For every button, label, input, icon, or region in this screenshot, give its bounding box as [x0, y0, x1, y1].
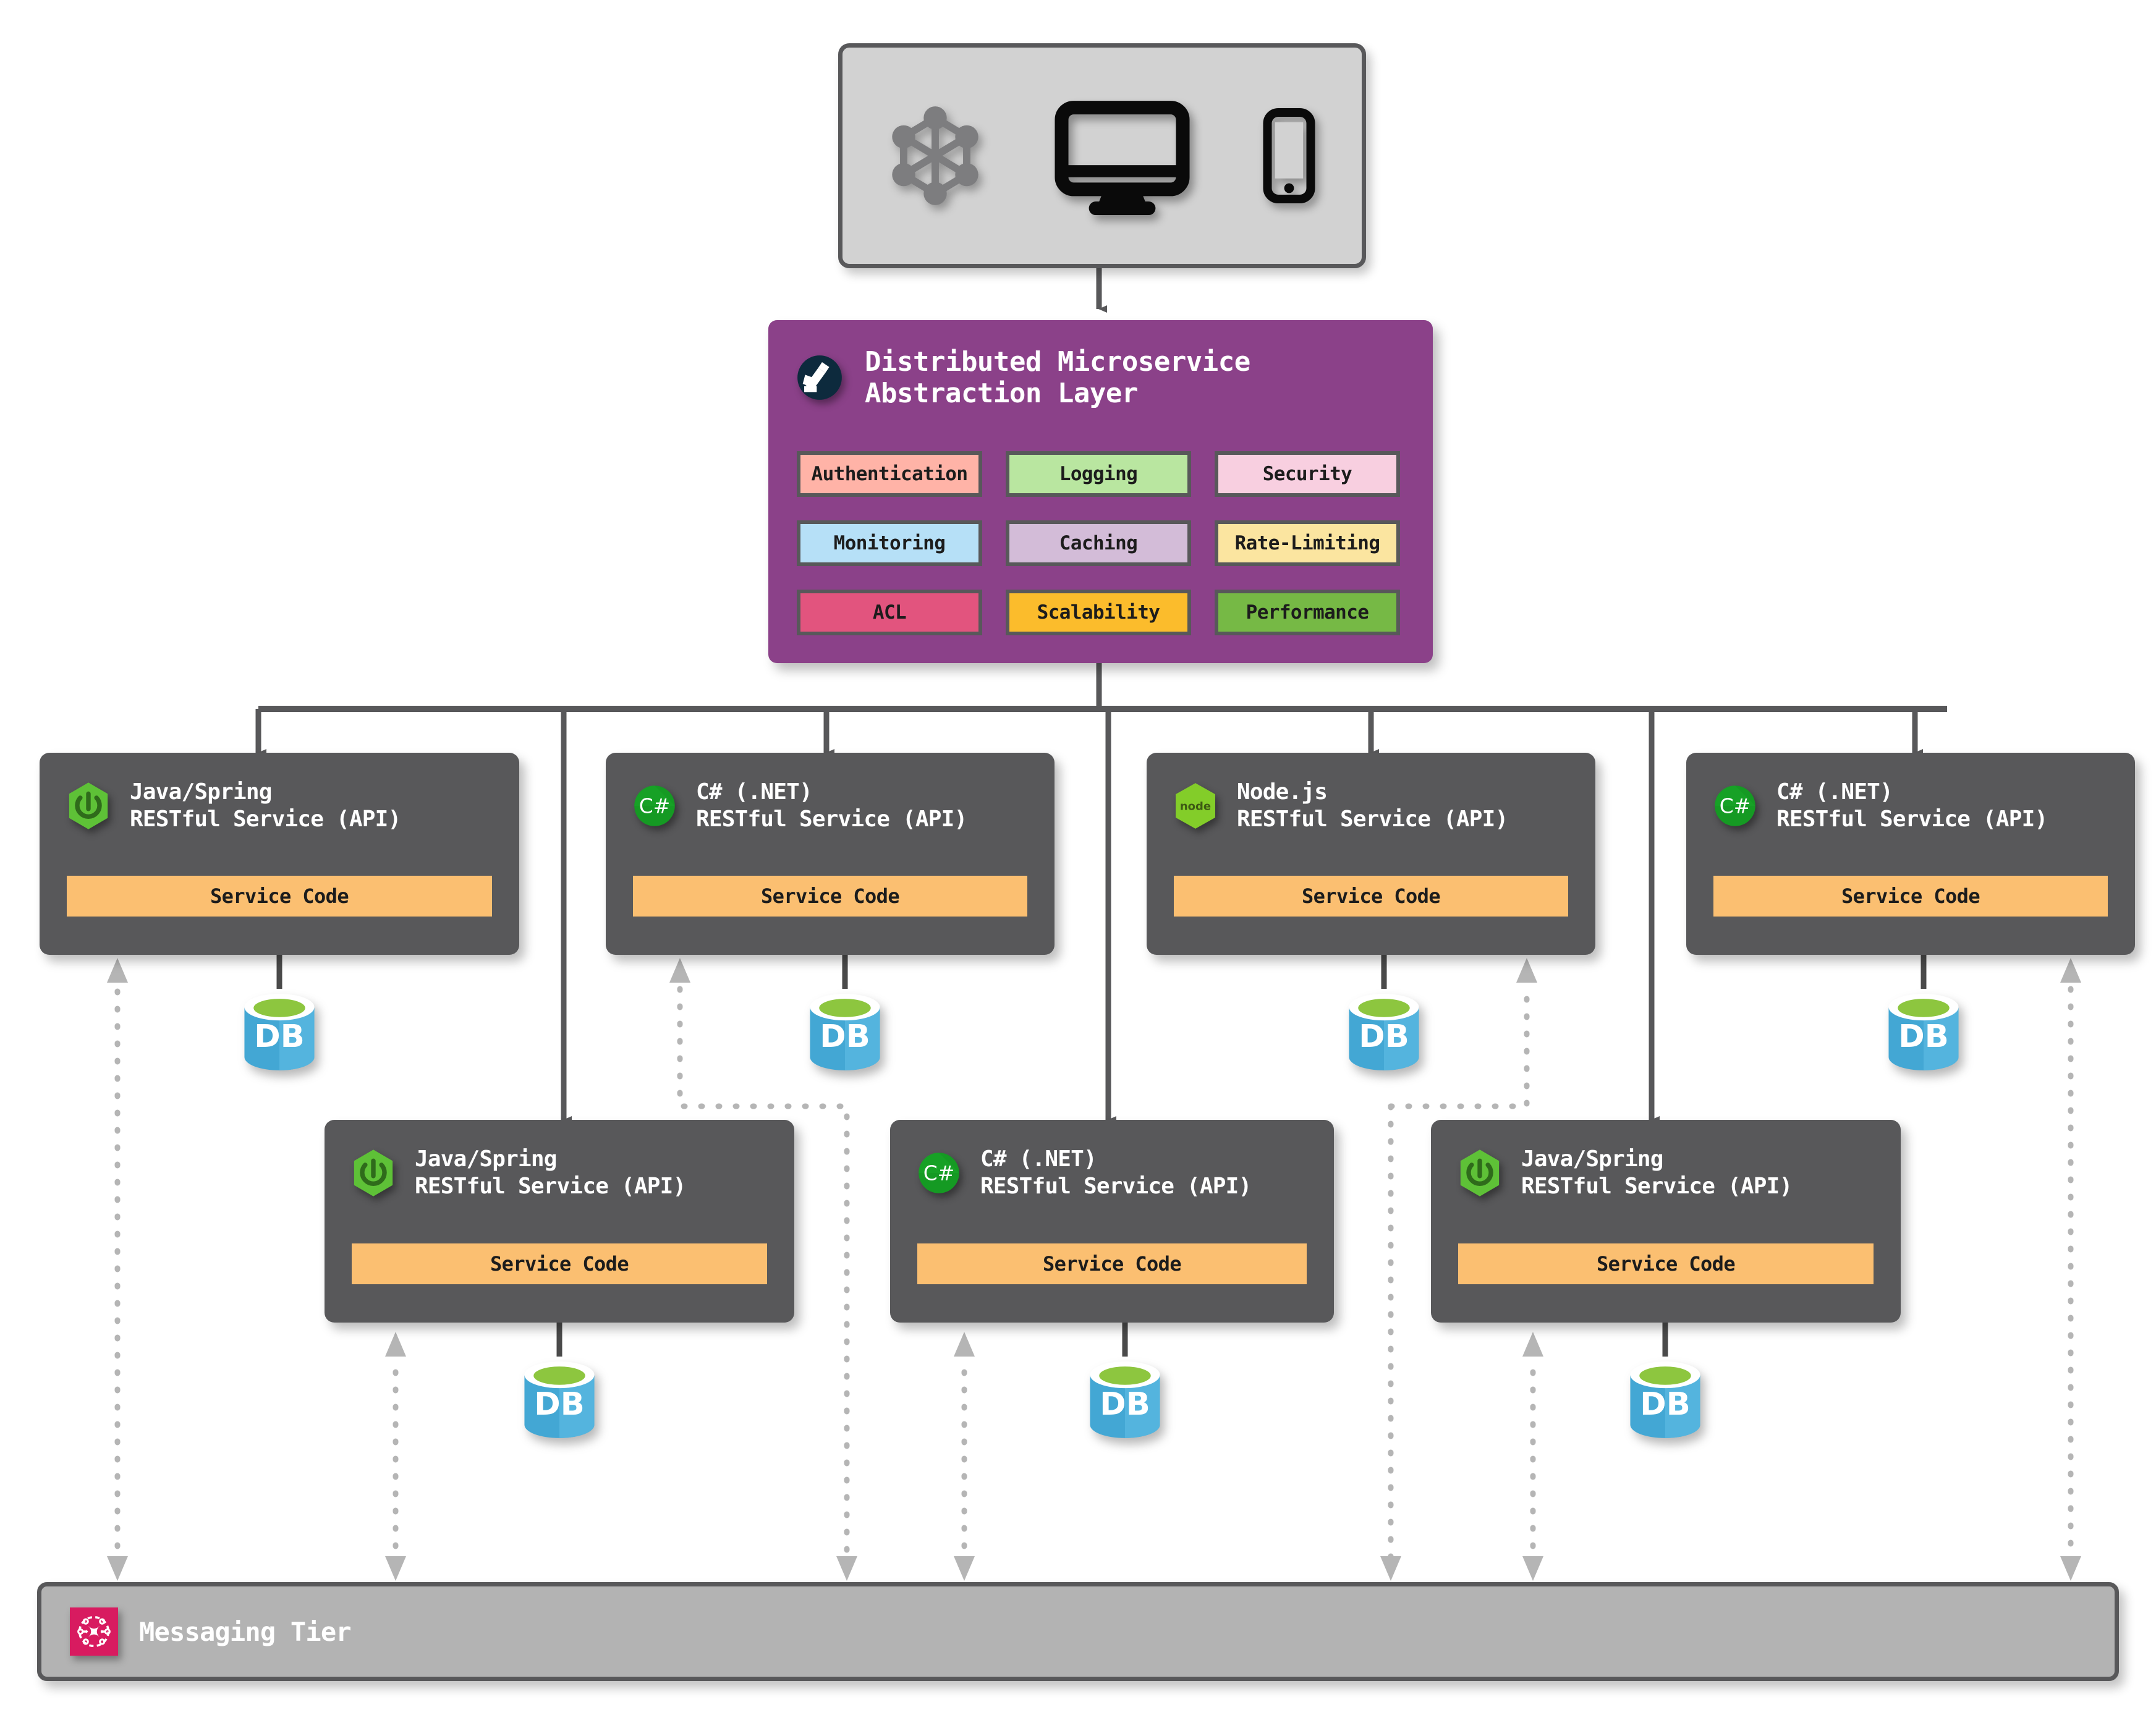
- messaging-tier-box: Messaging Tier: [37, 1582, 2119, 1681]
- capability-chip-acl[interactable]: ACL: [797, 590, 982, 635]
- svg-text:DB: DB: [254, 1018, 304, 1055]
- service-header: C# C# (.NET) RESTful Service (API): [1686, 753, 2135, 833]
- service-code-bar: Service Code: [1713, 876, 2108, 917]
- service-box-row2-1[interactable]: Java/Spring RESTful Service (API) Servic…: [325, 1120, 794, 1323]
- svg-text:DB: DB: [1898, 1018, 1948, 1055]
- service-code-bar: Service Code: [1458, 1243, 1874, 1284]
- client-tier-box: [838, 43, 1366, 268]
- database-icon: DB: [1342, 989, 1426, 1075]
- service-code-bar: Service Code: [352, 1243, 767, 1284]
- service-box-row1-3[interactable]: node Node.js RESTful Service (API) Servi…: [1147, 753, 1595, 955]
- svg-text:DB: DB: [1640, 1386, 1690, 1423]
- svg-text:DB: DB: [820, 1018, 870, 1055]
- csharp-icon: C#: [1715, 786, 1755, 826]
- abstraction-layer-box: Distributed Microservice Abstraction Lay…: [768, 320, 1433, 663]
- database-icon: DB: [517, 1357, 601, 1443]
- database-icon: DB: [1623, 1357, 1707, 1443]
- mobile-phone-icon: [1263, 108, 1315, 203]
- abstraction-layer-title: Distributed Microservice Abstraction Lay…: [865, 346, 1250, 410]
- spring-leaf-icon: [354, 1150, 393, 1196]
- network-mesh-icon: [892, 106, 978, 205]
- abstraction-layer-logo-icon: [797, 355, 842, 400]
- nodejs-hex-icon: node: [1176, 783, 1215, 829]
- service-header: C# C# (.NET) RESTful Service (API): [890, 1120, 1334, 1200]
- desktop-monitor-icon: [1055, 100, 1190, 215]
- svg-text:node: node: [1180, 800, 1211, 813]
- svg-text:DB: DB: [534, 1386, 584, 1423]
- capability-chip-logging[interactable]: Logging: [1006, 451, 1191, 497]
- database-icon: DB: [803, 989, 887, 1075]
- messaging-tier-label: Messaging Tier: [139, 1616, 352, 1647]
- capability-chip-performance[interactable]: Performance: [1215, 590, 1400, 635]
- svg-text:C#: C#: [1720, 794, 1751, 818]
- svg-text:DB: DB: [1100, 1386, 1150, 1423]
- capability-chip-rate-limiting[interactable]: Rate-Limiting: [1215, 520, 1400, 566]
- capability-chip-caching[interactable]: Caching: [1006, 520, 1191, 566]
- service-header: Java/Spring RESTful Service (API): [325, 1120, 794, 1200]
- svg-text:DB: DB: [1359, 1018, 1409, 1055]
- service-code-bar: Service Code: [67, 876, 492, 917]
- svg-text:C#: C#: [639, 794, 670, 818]
- service-box-row2-2[interactable]: C# C# (.NET) RESTful Service (API) Servi…: [890, 1120, 1334, 1323]
- database-icon: DB: [237, 989, 321, 1075]
- service-code-bar: Service Code: [633, 876, 1027, 917]
- service-box-row1-2[interactable]: C# C# (.NET) RESTful Service (API) Servi…: [606, 753, 1055, 955]
- service-header: Java/Spring RESTful Service (API): [1431, 1120, 1901, 1200]
- csharp-icon: C#: [634, 786, 675, 826]
- csharp-icon: C#: [919, 1153, 959, 1193]
- spring-leaf-icon: [69, 782, 108, 829]
- service-code-bar: Service Code: [917, 1243, 1307, 1284]
- service-header: node Node.js RESTful Service (API): [1147, 753, 1595, 833]
- message-broker-icon: [70, 1607, 118, 1656]
- capability-chip-monitoring[interactable]: Monitoring: [797, 520, 982, 566]
- service-header: C# C# (.NET) RESTful Service (API): [606, 753, 1055, 833]
- service-code-bar: Service Code: [1174, 876, 1568, 917]
- service-box-row1-4[interactable]: C# C# (.NET) RESTful Service (API) Servi…: [1686, 753, 2135, 955]
- service-header: Java/Spring RESTful Service (API): [40, 753, 519, 833]
- abstraction-layer-header: Distributed Microservice Abstraction Lay…: [768, 320, 1433, 409]
- capability-chip-authentication[interactable]: Authentication: [797, 451, 982, 497]
- capability-chip-scalability[interactable]: Scalability: [1006, 590, 1191, 635]
- capability-chip-security[interactable]: Security: [1215, 451, 1400, 497]
- svg-text:C#: C#: [923, 1161, 954, 1185]
- service-box-row1-1[interactable]: Java/Spring RESTful Service (API) Servic…: [40, 753, 519, 955]
- database-icon: DB: [1083, 1357, 1167, 1443]
- spring-leaf-icon: [1460, 1150, 1500, 1196]
- service-box-row2-3[interactable]: Java/Spring RESTful Service (API) Servic…: [1431, 1120, 1901, 1323]
- database-icon: DB: [1882, 989, 1966, 1075]
